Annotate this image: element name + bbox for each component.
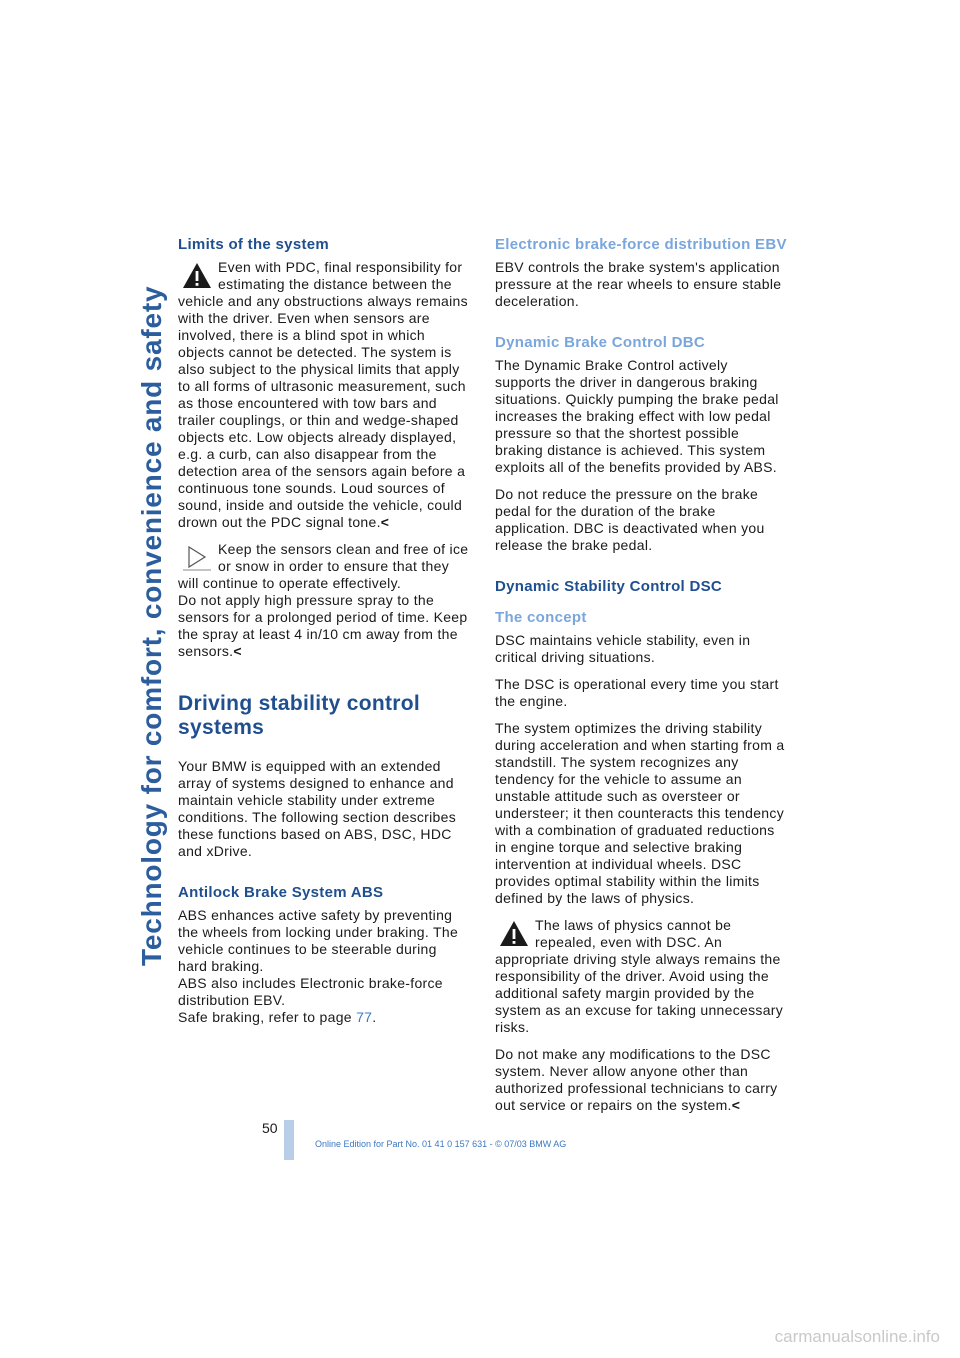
- side-section-title: Technology for comfort, convenience and …: [136, 285, 167, 966]
- tip-arrow-icon: [183, 545, 211, 571]
- warning-triangle-icon: [500, 921, 528, 946]
- dbc-text-2: Do not reduce the pressure on the brake …: [495, 486, 765, 553]
- heading-dbc: Dynamic Brake Control DBC: [495, 334, 706, 351]
- warning-text: Even with PDC, final responsibility for …: [178, 259, 468, 530]
- page-link[interactable]: 77: [356, 1009, 373, 1025]
- heading-driving-stability: Driving stability control systems: [178, 692, 421, 739]
- heading-abs: Antilock Brake System ABS: [178, 884, 384, 901]
- warning-note: Even with PDC, final responsibility for …: [178, 259, 470, 531]
- ebv-text: EBV controls the brake system's applicat…: [495, 259, 782, 309]
- heading-limits: Limits of the system: [178, 236, 330, 253]
- heading-ebv: Electronic brake-force distribution EBV: [495, 236, 787, 253]
- heading-concept: The concept: [495, 609, 587, 626]
- concept-text-1: DSC maintains vehicle stability, even in…: [495, 632, 751, 665]
- concept-text-3: The system optimizes the driving stabili…: [495, 720, 785, 906]
- right-column: Electronic brake-force distribution EBV …: [495, 228, 787, 1124]
- tip-text-b: Do not apply high pressure spray to the …: [178, 592, 468, 659]
- footer-edition: Online Edition for Part No. 01 41 0 157 …: [315, 1139, 567, 1149]
- left-column: Limits of the system Even with PDC, fina…: [178, 228, 470, 1036]
- concept-text-2: The DSC is operational every time you st…: [495, 676, 779, 709]
- tip-text-a: Keep the sensors clean and free of ice o…: [178, 541, 469, 591]
- heading-dsc: Dynamic Stability Control DSC: [495, 578, 723, 595]
- end-mark: <: [380, 514, 390, 530]
- warning-text-dsc: The laws of physics cannot be repealed, …: [495, 917, 784, 1035]
- dbc-text-1: The Dynamic Brake Control actively suppo…: [495, 357, 779, 475]
- warning-note-dsc: The laws of physics cannot be repealed, …: [495, 917, 787, 1036]
- page-number: 50: [262, 1120, 278, 1136]
- watermark: carmanualsonline.info: [774, 1327, 940, 1346]
- end-mark: <: [233, 643, 242, 659]
- concept-text-4: Do not make any modifications to the DSC…: [495, 1046, 778, 1113]
- driving-stability-text: Your BMW is equipped with an extended ar…: [178, 758, 457, 859]
- page-marker-bar: [284, 1120, 294, 1160]
- tip-note: Keep the sensors clean and free of ice o…: [178, 541, 470, 660]
- end-mark: <: [731, 1097, 741, 1113]
- warning-triangle-icon: [183, 263, 211, 288]
- abs-text: ABS enhances active safety by preventing…: [178, 907, 459, 1025]
